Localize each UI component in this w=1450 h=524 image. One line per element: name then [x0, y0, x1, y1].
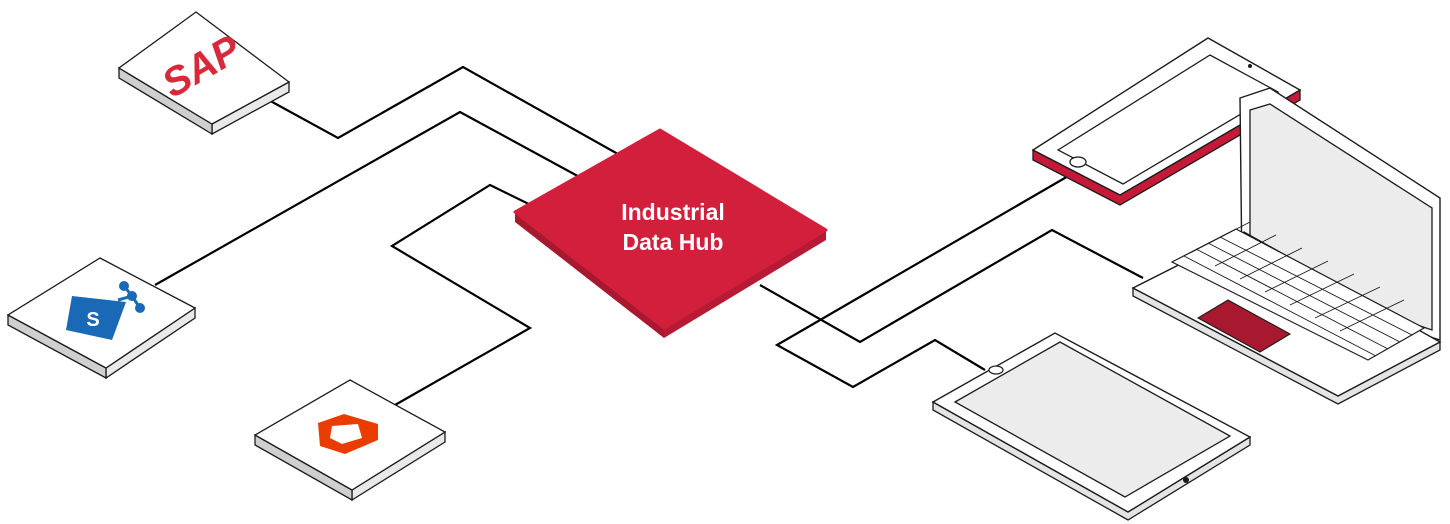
wire-sharepoint-to-hub [154, 110, 586, 286]
connector-lines [154, 65, 1144, 406]
tablet-red-home-button [1069, 156, 1087, 168]
wire-sap-to-hub [264, 65, 626, 159]
laptop-trackpad [1196, 299, 1292, 353]
hub-title-line1: Industrial [621, 199, 725, 225]
tablet-red-camera [1248, 64, 1252, 68]
tablet-white-screen [953, 341, 1232, 498]
sharepoint-box: S [6, 257, 197, 380]
hub-side-right [664, 230, 826, 338]
tablet-white-camera [988, 365, 1004, 375]
office-box [253, 379, 447, 502]
hub-top [513, 128, 828, 330]
tablet-white-device [931, 332, 1252, 521]
hub-block: Industrial Data Hub [513, 128, 828, 338]
hub-side-left [515, 212, 664, 338]
hub-title-line2: Data Hub [623, 229, 724, 255]
sharepoint-logo-letter: S [86, 309, 99, 331]
wire-office-to-hub [389, 183, 546, 406]
office-icon [318, 414, 378, 454]
wire-tablet-red-to-hub [774, 174, 1071, 389]
tablet-red-device [1031, 37, 1302, 206]
wire-hub-to-laptop [759, 228, 1144, 344]
sharepoint-icon: S [66, 281, 145, 340]
tablet-white-home-button [1183, 477, 1189, 483]
laptop-keys [1183, 221, 1413, 357]
tablet-red-screen [1056, 54, 1280, 185]
sap-box: SAP [117, 11, 291, 136]
laptop-device [1131, 87, 1442, 405]
sap-box-top [117, 11, 291, 125]
